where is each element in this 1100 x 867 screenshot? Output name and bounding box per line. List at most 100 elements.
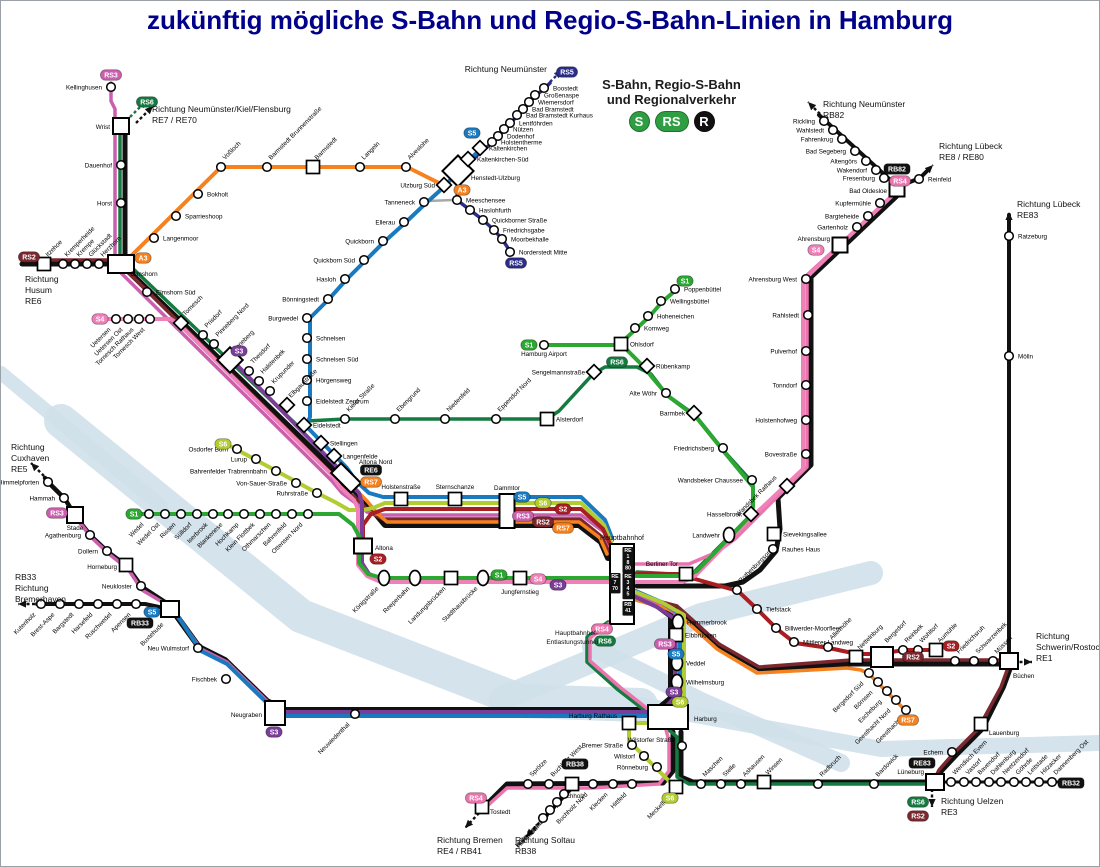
- station-marker: [987, 655, 999, 667]
- station-label: Kaltenkirchen: [489, 146, 528, 153]
- direction-label: Richtung: [1036, 631, 1070, 641]
- line-badge-label: RS7: [556, 526, 570, 533]
- station-marker: [302, 508, 314, 520]
- station-label: Büchen: [1013, 673, 1035, 680]
- station-label: Hammah: [29, 496, 55, 503]
- line-s6-west: [230, 445, 613, 544]
- hbf-route-box-label: 41: [625, 608, 631, 614]
- line-s6-south: [627, 589, 686, 790]
- station-marker: [57, 258, 69, 270]
- station-marker: [523, 96, 535, 108]
- station-marker: [735, 778, 747, 790]
- direction-label: Hauptbahnhof-: [555, 630, 598, 637]
- station-marker: [949, 655, 961, 667]
- station-marker: [143, 508, 155, 520]
- station-marker: [243, 365, 255, 377]
- line-badge-RE83: [908, 757, 936, 769]
- station-label: Reinfeld: [928, 177, 952, 184]
- line-badge-RS3: [654, 638, 677, 650]
- station-marker: [141, 286, 153, 298]
- hbf-route-box: [622, 601, 634, 616]
- station-marker: [130, 598, 142, 610]
- line-badge-label: RB33: [131, 621, 149, 628]
- line-badge-label: S6: [219, 442, 228, 449]
- station-marker: [286, 508, 298, 520]
- direction-label: Richtung Neumünster/Kiel/Flensburg: [152, 104, 291, 114]
- line-badge-S4: [807, 244, 825, 256]
- station-label: Rübenkamp: [656, 364, 690, 371]
- line-badge-label: RS6: [598, 639, 612, 646]
- station-label: Sprötze: [528, 758, 549, 779]
- line-badge-label: S2: [947, 644, 956, 651]
- station-label: Rauhes Haus: [782, 547, 820, 554]
- line-badge-label: S2: [559, 507, 568, 514]
- station-label: Tornesch: [181, 294, 204, 317]
- line-badge-label: RS3: [104, 73, 118, 80]
- line-badge-S3: [549, 579, 567, 591]
- station-marker: [800, 414, 812, 426]
- line-badge-RB38: [561, 758, 589, 770]
- direction-label: Husum: [25, 285, 52, 295]
- station-label: Neukloster: [102, 584, 132, 591]
- station-label: Wrist: [96, 124, 110, 131]
- station-marker: [504, 117, 516, 129]
- station-label: Stelle: [721, 762, 737, 778]
- line-gray-link: [426, 198, 455, 203]
- station-marker-major: [329, 461, 363, 495]
- station-label: Wiemersdorf: [538, 100, 574, 107]
- line-badge-RS6: [907, 796, 930, 808]
- station-label: Kupfermühle: [835, 201, 871, 208]
- station-marker: [451, 194, 463, 206]
- station-marker: [261, 161, 273, 173]
- station-marker: [69, 258, 81, 270]
- station-label: Haslohfurth: [479, 208, 512, 215]
- station-marker: [133, 313, 145, 325]
- direction-arrow: [135, 105, 154, 124]
- line-badge-label: RS5: [560, 70, 574, 77]
- station-label: Elbgaustraße: [287, 368, 319, 400]
- line-badge-label: A3: [139, 256, 148, 263]
- station-label: Pulverhof: [770, 349, 797, 356]
- station-marker: [849, 145, 861, 157]
- station-marker: [695, 778, 707, 790]
- station-marker: [349, 708, 361, 720]
- line-badge-RS2: [532, 516, 555, 528]
- station-label: Wilstorf: [614, 754, 635, 761]
- station-label: Nützen: [513, 127, 533, 134]
- station-marker: [543, 778, 555, 790]
- station-label: Ellerau: [375, 220, 395, 227]
- station-label: Barmstedt: [313, 136, 338, 161]
- line-badge-S6: [534, 497, 552, 509]
- direction-label: Richtung Bremen: [437, 835, 503, 845]
- station-label: Eidelstedt Zentrum: [316, 399, 369, 406]
- line-badge-label: S1: [681, 279, 690, 286]
- station-marker: [58, 492, 70, 504]
- station-marker: [668, 779, 684, 795]
- line-badge-RS7: [897, 714, 920, 726]
- direction-arrow: [129, 99, 148, 118]
- station-label: Fresenburg: [843, 176, 876, 183]
- station-label: Alveslohe: [406, 137, 431, 162]
- station-label: Bad Oldesloe: [849, 188, 887, 195]
- station-label: Von-Sauer-Straße: [236, 481, 287, 488]
- station-label: Ruhrstraße: [277, 491, 309, 498]
- station-marker: [208, 338, 220, 350]
- direction-arrow: [807, 101, 821, 115]
- station-marker: [115, 197, 127, 209]
- line-badge-label: RS7: [364, 480, 378, 487]
- line-badge-RB32: [1057, 777, 1085, 789]
- station-marker: [1003, 350, 1015, 362]
- station-marker: [408, 569, 422, 587]
- station-label: Stellingen: [330, 441, 358, 448]
- direction-label: RB38: [515, 846, 537, 856]
- line-badge-S5: [513, 491, 531, 503]
- station-label: Dauenhof: [85, 163, 113, 170]
- station-marker: [756, 774, 772, 790]
- station-marker: [788, 636, 800, 648]
- line-badge-label: S1: [130, 512, 139, 519]
- line-badge-S6: [671, 696, 689, 708]
- station-marker: [220, 673, 232, 685]
- line-badge-RS5: [556, 66, 579, 78]
- station-marker: [122, 313, 134, 325]
- line-badge-label: RS2: [536, 520, 550, 527]
